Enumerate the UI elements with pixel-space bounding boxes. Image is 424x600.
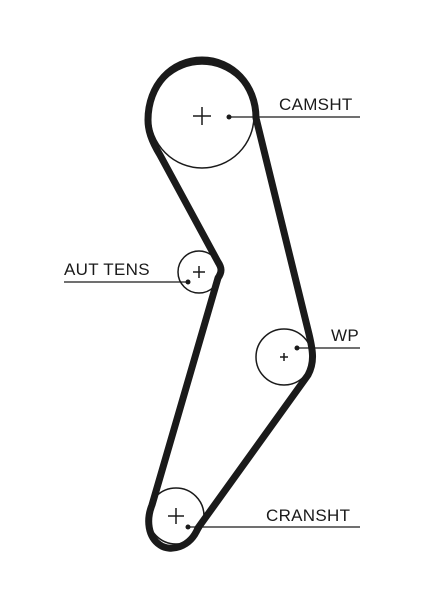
camshaft-pulley <box>149 63 255 169</box>
crankshaft-leader <box>185 524 360 530</box>
water-pump-leader <box>294 345 360 351</box>
water-pump-pulley <box>255 328 313 386</box>
camshaft-label: CAMSHT <box>279 95 353 114</box>
auto-tensioner-pulley <box>177 250 221 294</box>
timing-belt <box>144 56 316 552</box>
auto-tensioner-leader <box>64 279 191 285</box>
crankshaft-pulley <box>147 487 205 545</box>
camshaft-leader <box>226 114 360 120</box>
auto-tensioner-label: AUT TENS <box>64 260 150 279</box>
water-pump-label: WP <box>331 326 359 345</box>
crankshaft-label: CRANSHT <box>266 506 351 525</box>
